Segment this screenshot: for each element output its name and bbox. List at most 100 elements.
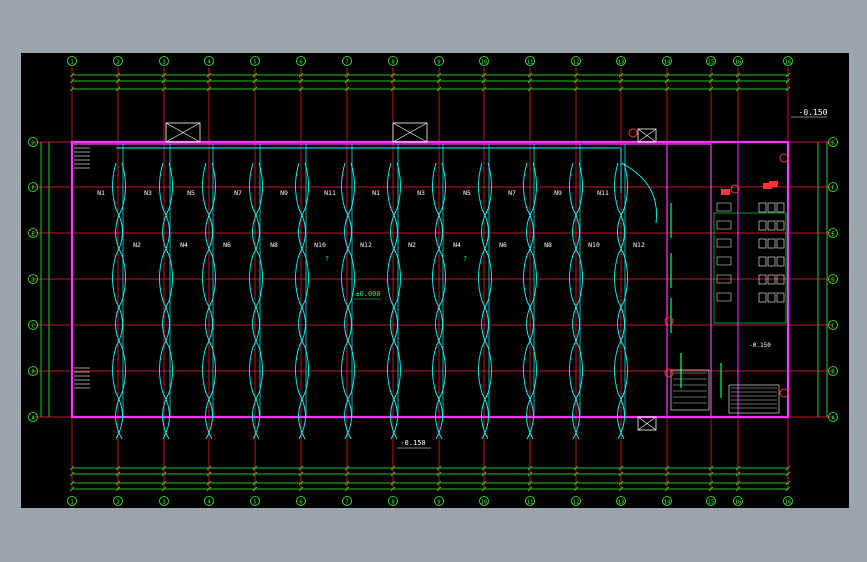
sanitary-fixture [767,220,776,231]
circuit-label: N11 [324,189,336,197]
door-swing [165,122,201,143]
lighting-circuit [526,162,537,440]
axis-bubble [28,320,38,330]
axis-bubble [28,274,38,284]
lighting-circuit [481,162,492,440]
axis-bubble [113,56,123,66]
equipment-symbol [628,128,638,138]
door-frame [165,122,201,143]
lighting-circuits [112,144,658,440]
stair-core [670,369,710,411]
axis-bubble-label: 1 [70,59,73,65]
axis-bubble-label: 12 [573,499,580,505]
axis-bubble [828,274,838,284]
lighting-circuit [569,162,580,440]
circuit-label: N4 [180,241,188,249]
axis-bubble-label: D [31,277,34,283]
elevation-label: ±0.000 [355,290,380,298]
axis-bubble [434,496,444,506]
circuit-label: N10 [588,241,600,249]
unknown-mark: ? [325,255,329,263]
circuit-label: N12 [633,241,645,249]
door-swing [637,128,657,143]
lighting-circuit [478,162,489,440]
dimension-lines [40,72,828,492]
circuit-arc [620,162,658,224]
equipment-symbol [664,316,674,326]
axis-bubble [67,56,77,66]
axis-bubble [113,496,123,506]
axis-bubble [525,496,535,506]
axis-bubble-label: 15 [708,59,715,65]
lighting-circuit [435,162,446,440]
circuit-label: N12 [360,241,372,249]
lighting-circuit [159,162,170,440]
circuit-label: N8 [270,241,278,249]
axis-bubble-label: 12 [573,59,580,65]
axis-bubble [571,496,581,506]
axis-bubble [733,56,743,66]
axis-bubble [662,56,672,66]
circuit-label: N3 [417,189,425,197]
axis-bubble [342,496,352,506]
axis-bubble-label: 3 [162,59,165,65]
axis-bubble-label: 3 [162,499,165,505]
axis-bubble-label: B [31,369,35,375]
axis-bubble-label: 5 [253,499,256,505]
lighting-circuit [249,162,260,440]
circuit-label: N6 [499,241,507,249]
unknown-mark: ? [463,255,467,263]
axis-bubble [616,496,626,506]
door-swing [392,122,428,143]
axis-bubble-label: 15 [708,499,715,505]
sanitary-fixture [767,202,776,213]
circuit-label: N10 [314,241,326,249]
axis-bubble-label: 11 [527,499,534,505]
axis-bubble-label: A [31,415,35,421]
axis-bubble [828,137,838,147]
axis-bubble [828,320,838,330]
equipment-symbol [779,153,789,163]
axis-bubble [706,56,716,66]
equipment-symbol [730,184,740,194]
axis-bubble-label: B [831,369,835,375]
lighting-circuit [614,162,625,440]
axis-bubble [204,56,214,66]
washbasin [716,202,732,212]
axis-bubble-label: E [31,231,34,237]
axis-bubble-label: C [31,323,34,329]
axis-bubble-label: 16 [735,499,742,505]
circuit-label: N7 [508,189,516,197]
lighting-circuit [523,162,534,440]
axis-bubble [28,228,38,238]
panel-box [769,181,778,187]
circuit-label: N7 [234,189,242,197]
axis-bubble-label: C [831,323,834,329]
lighting-circuit [202,162,213,440]
axis-bubble [571,56,581,66]
lighting-circuit [387,162,398,440]
sanitary-fixture [758,220,767,231]
circuit-label: N4 [453,241,461,249]
lighting-circuit [295,162,306,440]
axis-bubble [706,496,716,506]
sanitary-fixture [776,202,785,213]
axis-bubble [783,496,793,506]
sanitary-fixture [758,202,767,213]
lighting-circuit [205,162,216,440]
sanitary-fixture [767,238,776,249]
sanitary-fixture [776,256,785,267]
axis-grid [33,67,833,490]
axis-bubble [250,496,260,506]
elevation-label: -0.150 [749,342,771,349]
axis-bubble [342,56,352,66]
axis-bubble-label: 16 [785,59,792,65]
exterior-wall [70,140,790,419]
sanitary-fixture [758,256,767,267]
axis-bubble [28,412,38,422]
axis-bubble [662,496,672,506]
lighting-circuit [344,162,355,440]
axis-bubble-label: 11 [527,59,534,65]
